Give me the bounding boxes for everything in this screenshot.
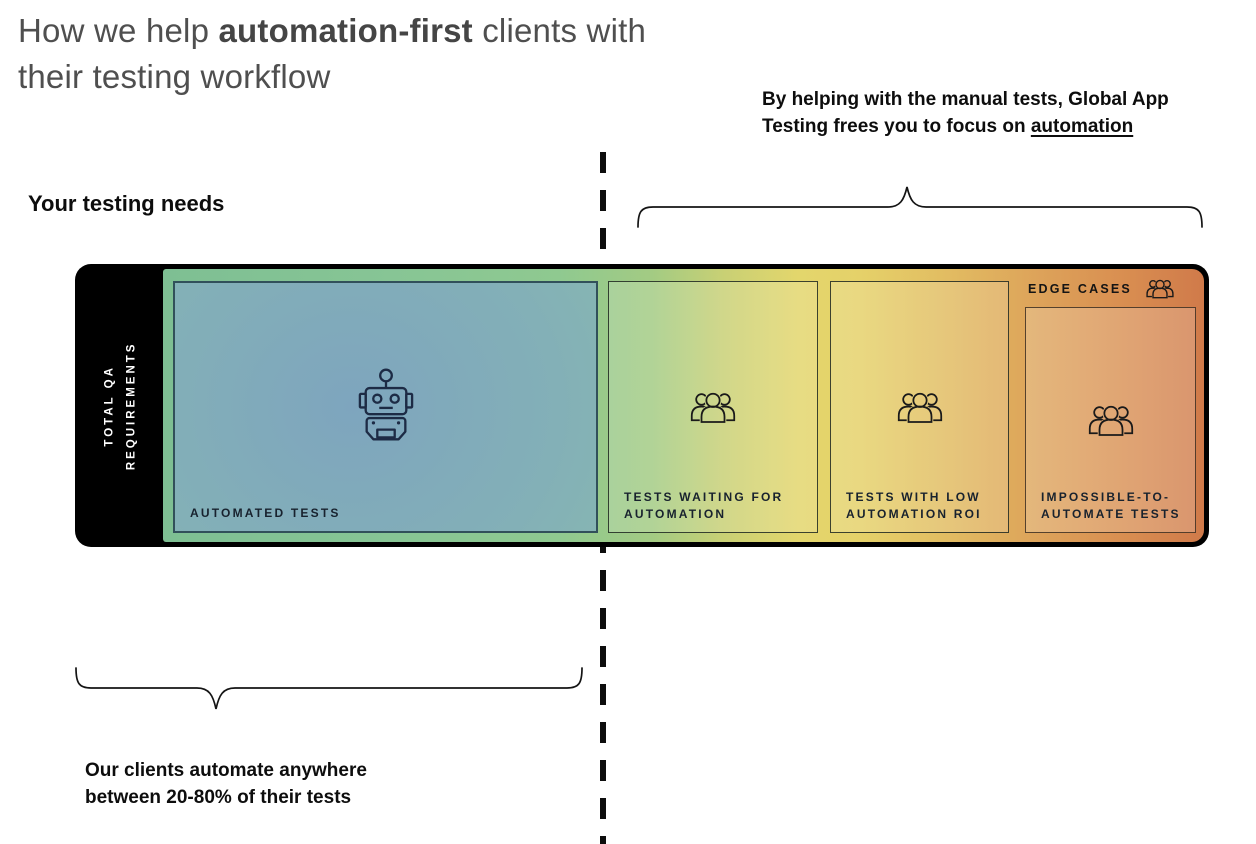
people-group-icon <box>690 392 736 423</box>
total-qa-side-label-text: TOTAL QA REQUIREMENTS <box>99 341 143 470</box>
section-tests-waiting: TESTS WAITING FOR AUTOMATION <box>608 281 818 533</box>
section-label: TESTS WAITING FOR AUTOMATION <box>624 490 784 522</box>
people-group-icon <box>1088 405 1133 436</box>
section-automated-tests: AUTOMATED TESTS <box>173 281 598 533</box>
title-suffix: clients with their testing workflow <box>18 12 647 95</box>
title-emphasis: automation-first <box>218 12 473 49</box>
section-label: IMPOSSIBLE-TO-AUTOMATE TESTS <box>1041 490 1181 522</box>
edge-cases-header: EDGE CASES <box>1028 277 1174 300</box>
section-label: TESTS WITH LOW AUTOMATION ROI <box>846 490 982 522</box>
manual-tests-note: By helping with the manual tests, Global… <box>762 87 1230 141</box>
brace-top <box>637 186 1203 228</box>
manual-tests-note-text: By helping with the manual tests, Global… <box>762 89 1169 137</box>
gradient-strip: AUTOMATED TESTS <box>163 269 1204 542</box>
side-label-line1: TOTAL QA <box>103 364 116 447</box>
people-group-icon <box>897 392 942 423</box>
brace-bottom <box>75 667 583 710</box>
your-testing-needs-label: Your testing needs <box>28 191 225 216</box>
section-low-roi: TESTS WITH LOW AUTOMATION ROI <box>830 281 1009 533</box>
edge-cases-people-icon <box>1146 279 1174 299</box>
qa-requirements-bar: TOTAL QA REQUIREMENTS <box>75 264 1209 547</box>
robot-icon <box>358 368 413 441</box>
title-prefix: How we help <box>18 12 219 49</box>
page-title: How we help automation-first clients wit… <box>18 8 673 99</box>
total-qa-side-label: TOTAL QA REQUIREMENTS <box>75 264 167 547</box>
edge-cases-label: EDGE CASES <box>1028 281 1132 296</box>
clients-automate-note: Our clients automate anywhere between 20… <box>85 760 367 809</box>
section-label: AUTOMATED TESTS <box>190 506 341 521</box>
automation-underlined-word: automation <box>1030 115 1134 137</box>
section-impossible-to-automate: IMPOSSIBLE-TO-AUTOMATE TESTS <box>1025 307 1196 533</box>
side-label-line2: REQUIREMENTS <box>125 341 137 470</box>
